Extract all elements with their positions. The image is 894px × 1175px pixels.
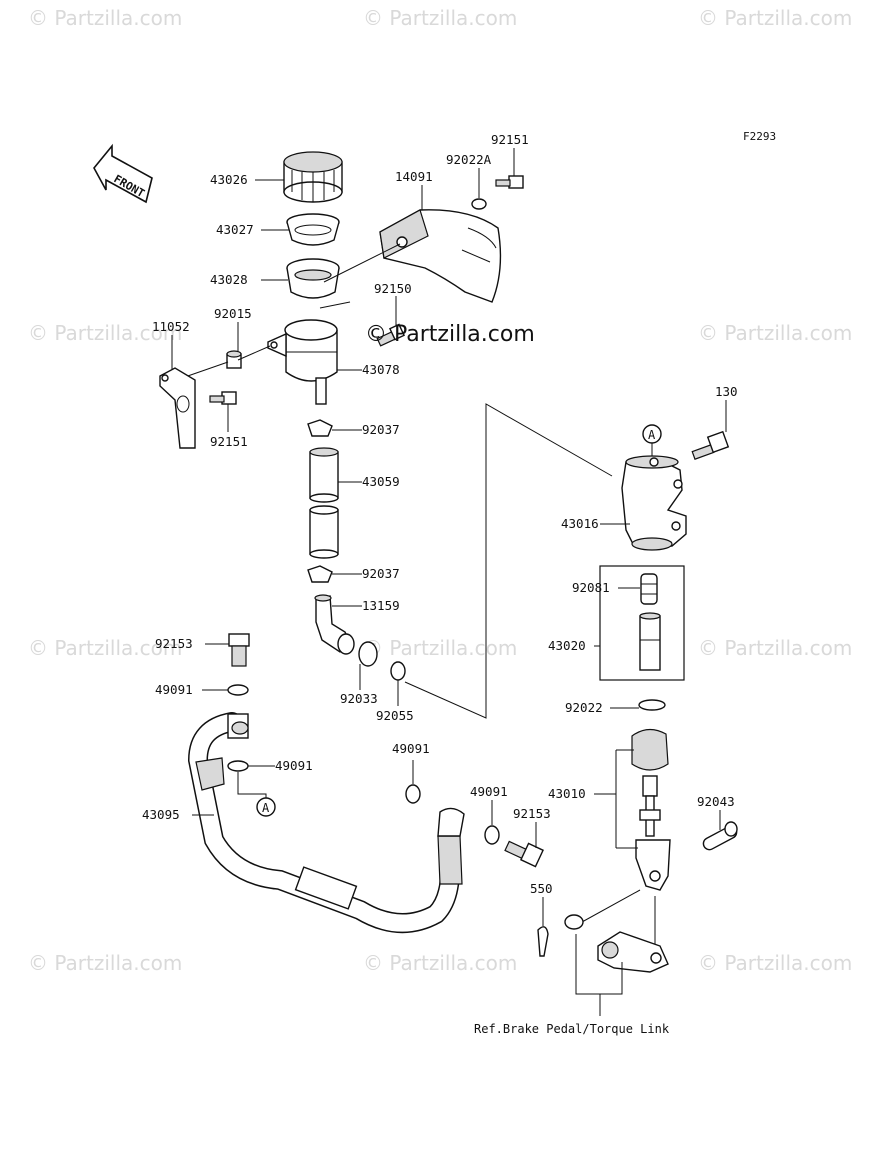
part-label: 92153 [513,806,551,821]
part-label: 43027 [216,222,254,237]
center-watermark: © Partzilla.com [365,322,535,347]
hose-clamp [307,565,333,583]
part-label: 49091 [470,784,508,799]
circlip [638,699,666,711]
part-label: 43059 [362,474,400,489]
part-label: 92151 [210,434,248,449]
collar [226,350,242,369]
part-label: 92151 [491,132,529,147]
bolt [495,175,524,189]
part-label: 43078 [362,362,400,377]
elbow-fitting [314,594,355,655]
watermark: © Partzilla.com [28,636,182,660]
watermark: © Partzilla.com [363,636,517,660]
watermark: © Partzilla.com [28,321,182,345]
hose-clamp [307,419,333,437]
screw [376,323,405,347]
part-label: 92022A [446,152,492,167]
watermark: © Partzilla.com [363,6,517,30]
washer [405,784,421,804]
part-label: 92150 [374,281,412,296]
washer [484,825,500,845]
piston-cup [640,573,658,605]
front-arrow-icon: FRONT [93,143,153,204]
reference-note: Ref.Brake Pedal/Torque Link [474,1022,670,1036]
part-label: 92081 [572,580,610,595]
part-label: 550 [530,881,553,896]
piston-kit-box [599,565,685,681]
watermark: © Partzilla.com [698,951,852,975]
bolt [691,430,730,460]
watermark: © Partzilla.com [28,6,182,30]
part-label: 13159 [362,598,400,613]
part-label: 43010 [548,786,586,801]
part-label: 49091 [155,682,193,697]
washer [227,684,249,696]
watermark: © Partzilla.com [698,6,852,30]
banjo-bolt [228,633,250,667]
svg-text:A: A [262,801,270,815]
diaphragm [286,258,340,299]
part-label: 43020 [548,638,586,653]
part-label: 130 [715,384,738,399]
watermark: © Partzilla.com [698,321,852,345]
part-label: 92043 [697,794,735,809]
part-label: 92153 [155,636,193,651]
cotter-pin [537,926,549,957]
callout-a: A [642,424,662,444]
part-label: 49091 [392,741,430,756]
washer [471,198,487,210]
brake-hose [187,712,465,933]
bracket [159,367,196,449]
washer [227,760,249,772]
part-label: 92037 [362,422,400,437]
watermark: © Partzilla.com [28,951,182,975]
washer [564,914,584,930]
part-label: 11052 [152,319,190,334]
reservoir-cap [283,151,343,203]
reservoir-tank [267,319,338,405]
part-label: 92015 [214,306,252,321]
diagram-code: F2293 [743,130,776,143]
o-ring [390,661,406,681]
pin [702,821,738,851]
brake-pedal-link [597,931,669,973]
part-label: 49091 [275,758,313,773]
part-label: 92033 [340,691,378,706]
reservoir-guard [379,209,502,303]
reservoir-hose [309,447,339,559]
svg-text:A: A [648,428,656,442]
circlip [358,641,378,667]
bolt [209,391,237,405]
watermarks: © Partzilla.com © Partzilla.com © Partzi… [28,6,852,975]
part-label: 43026 [210,172,248,187]
part-label: 14091 [395,169,433,184]
part-label: 43016 [561,516,599,531]
callout-a: A [256,797,276,817]
watermark: © Partzilla.com [698,636,852,660]
part-label: 92037 [362,566,400,581]
part-label: 92022 [565,700,603,715]
part-label: 43095 [142,807,180,822]
part-label: 43028 [210,272,248,287]
piston [639,612,661,671]
banjo-bolt [504,840,544,868]
diaphragm-plate [286,213,340,246]
watermark: © Partzilla.com [363,951,517,975]
push-rod [631,728,671,891]
part-label: 92055 [376,708,414,723]
master-cylinder [621,455,687,551]
